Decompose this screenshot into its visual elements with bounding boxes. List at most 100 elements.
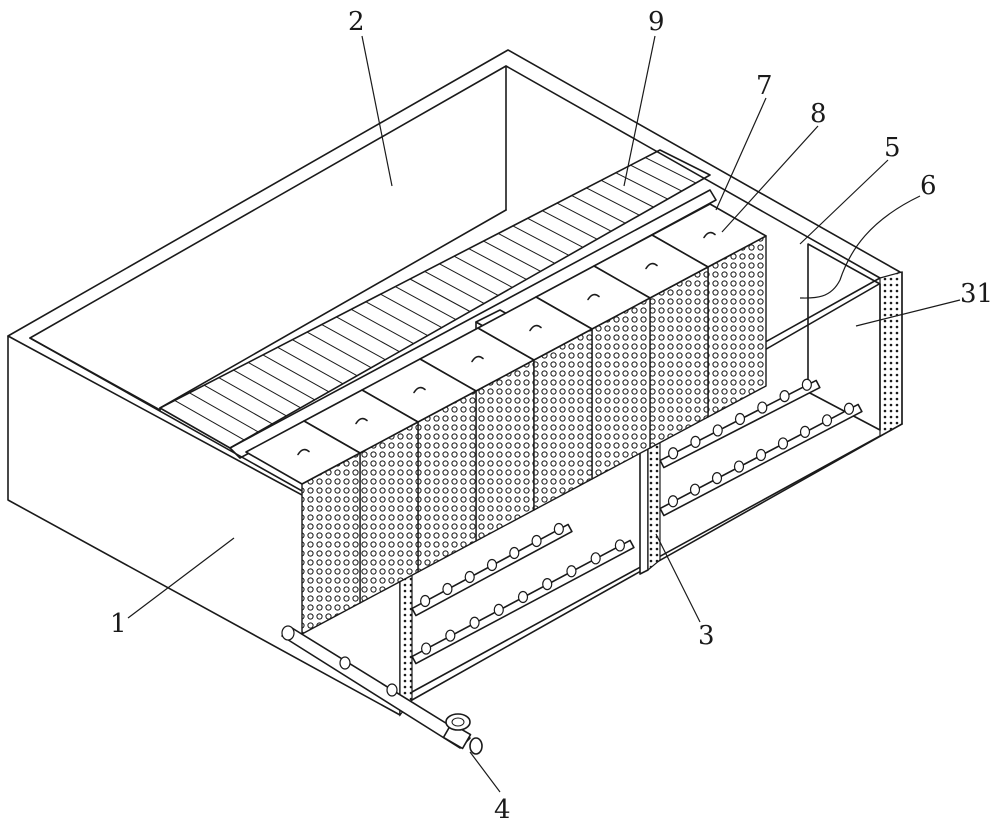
grating-slat bbox=[262, 354, 330, 393]
grating-slat bbox=[365, 301, 428, 337]
grating-slat bbox=[527, 217, 584, 248]
grating-slat bbox=[571, 195, 626, 224]
aeration-nozzle bbox=[445, 629, 456, 642]
label-9: 9 bbox=[648, 7, 665, 37]
grating-slat bbox=[439, 263, 499, 296]
lid-handle bbox=[645, 262, 658, 270]
leader-lines bbox=[127, 35, 961, 793]
grating-slat bbox=[615, 172, 668, 200]
aeration-nozzle bbox=[777, 437, 789, 450]
leader-9 bbox=[623, 35, 656, 187]
tank-right-wall-edge bbox=[879, 271, 903, 438]
aeration-nozzle bbox=[531, 534, 542, 548]
aeration-nozzle bbox=[442, 582, 453, 596]
leader-7 bbox=[715, 97, 767, 211]
tank-floor-back-left bbox=[159, 209, 507, 409]
grating-slat bbox=[586, 187, 640, 216]
aeration-nozzle bbox=[799, 425, 811, 438]
grating-slat bbox=[630, 164, 682, 192]
aeration-nozzle bbox=[542, 578, 553, 591]
grating-slat bbox=[203, 384, 273, 425]
leader-2 bbox=[361, 35, 393, 187]
label-5: 5 bbox=[884, 133, 901, 163]
aeration-nozzle bbox=[668, 447, 679, 460]
grating-slat bbox=[468, 248, 527, 280]
leader-3 bbox=[655, 533, 701, 623]
grating-slat bbox=[321, 324, 386, 361]
lid-handle bbox=[587, 293, 600, 301]
lid-handle bbox=[297, 448, 310, 456]
aeration-nozzle bbox=[469, 616, 480, 629]
aeration-nozzle bbox=[712, 424, 723, 437]
grating-slat bbox=[292, 339, 358, 377]
filter-modules bbox=[245, 203, 767, 635]
grating-slat bbox=[189, 392, 259, 433]
aeration-nozzle bbox=[843, 402, 855, 415]
aeration-nozzle bbox=[779, 390, 790, 403]
aeration-nozzle bbox=[517, 590, 529, 604]
module-lid bbox=[245, 420, 361, 485]
grating-slat bbox=[556, 202, 612, 232]
grating-slat bbox=[395, 286, 457, 320]
leader-5 bbox=[799, 159, 889, 245]
lid-handle bbox=[529, 324, 542, 332]
grating-slat bbox=[512, 225, 570, 256]
label-8: 8 bbox=[810, 99, 827, 129]
grating-slat bbox=[277, 346, 344, 385]
grating-slat bbox=[233, 369, 301, 409]
module-lid bbox=[477, 296, 593, 361]
leader-8 bbox=[721, 125, 819, 233]
lid-handle bbox=[703, 231, 716, 239]
aeration-nozzle bbox=[690, 435, 701, 448]
aeration-nozzle bbox=[614, 539, 625, 552]
aeration-nozzle bbox=[420, 594, 431, 608]
aeration-nozzle bbox=[509, 546, 520, 560]
grating-slat bbox=[498, 233, 555, 264]
aeration-nozzle bbox=[421, 642, 432, 655]
lid-handle bbox=[355, 417, 368, 425]
leader-6 bbox=[799, 195, 921, 299]
inlet-pipe-4 bbox=[281, 625, 483, 755]
label-4: 4 bbox=[494, 795, 511, 825]
tank-left-inner-edge bbox=[29, 337, 161, 411]
grating-slat bbox=[306, 331, 372, 369]
aeration-nozzle bbox=[711, 472, 723, 485]
grating-slat bbox=[218, 377, 287, 417]
aeration-nozzle bbox=[801, 378, 812, 391]
grating-slat bbox=[380, 293, 443, 328]
grating-slat bbox=[424, 270, 485, 304]
leader-1 bbox=[127, 537, 235, 619]
grating-slat bbox=[247, 362, 315, 401]
grating-slat bbox=[542, 210, 598, 240]
grating-slat bbox=[409, 278, 471, 312]
aeration-nozzle bbox=[590, 552, 601, 565]
aeration-nozzle bbox=[733, 460, 745, 473]
grating-slat bbox=[350, 308, 414, 345]
aeration-nozzle bbox=[734, 412, 746, 426]
aeration-pipes bbox=[411, 378, 863, 665]
grating-slat bbox=[645, 157, 697, 184]
label-1: 1 bbox=[110, 609, 127, 639]
grating-slat bbox=[483, 240, 541, 272]
valve-handwheel bbox=[445, 713, 471, 731]
callout-labels: 2 9 7 8 5 6 31 1 3 4 bbox=[110, 7, 993, 825]
aeration-nozzle bbox=[667, 495, 679, 508]
lid-handle bbox=[471, 355, 484, 363]
aeration-nozzle bbox=[464, 570, 475, 584]
label-31: 31 bbox=[960, 279, 993, 309]
grating-slat bbox=[336, 316, 400, 353]
grating-9 bbox=[159, 149, 711, 449]
leader-4 bbox=[469, 751, 501, 793]
grating-slat bbox=[453, 255, 513, 288]
support-beam bbox=[229, 189, 717, 459]
aeration-nozzle bbox=[566, 565, 577, 578]
label-6: 6 bbox=[920, 171, 937, 201]
grating-slat bbox=[600, 179, 654, 208]
aeration-nozzle bbox=[821, 414, 833, 427]
aeration-nozzle bbox=[755, 448, 767, 462]
aeration-nozzle bbox=[757, 401, 768, 414]
label-3: 3 bbox=[698, 621, 715, 651]
lid-handle bbox=[413, 386, 426, 394]
aeration-nozzle bbox=[486, 558, 498, 572]
